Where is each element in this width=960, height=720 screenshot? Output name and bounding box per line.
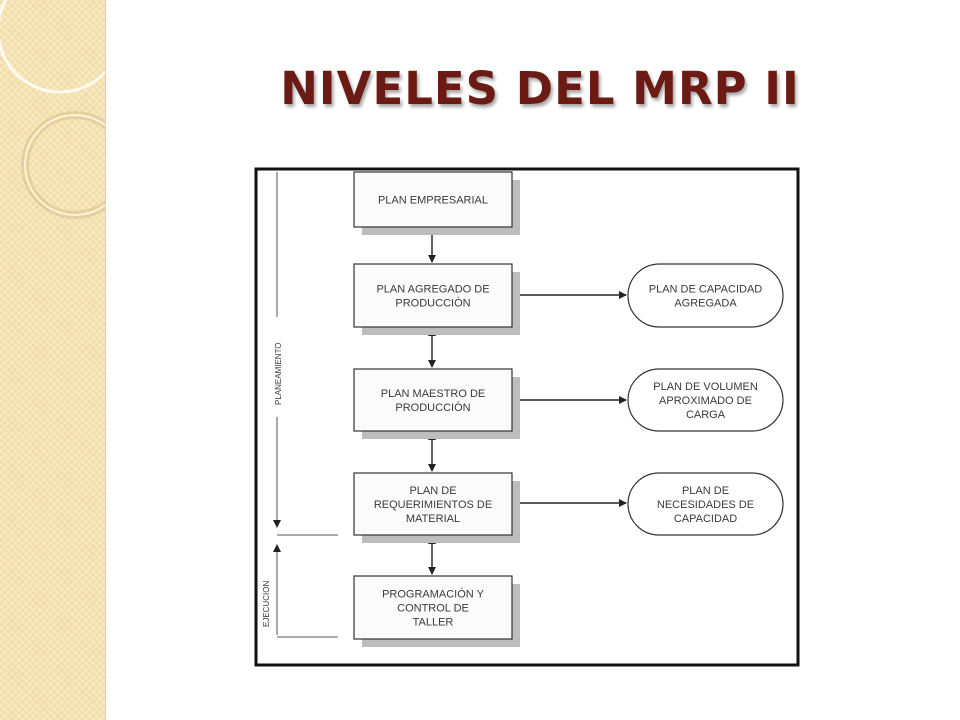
level-box-programacion-control: PROGRAMACIÓN Y CONTROL DE TALLER bbox=[353, 575, 520, 647]
capacity-plan-plan-volumen-carga-line: APROXIMADO DE bbox=[659, 395, 752, 407]
level-box-rect bbox=[353, 575, 513, 640]
level-box-rect bbox=[353, 263, 513, 328]
level-box-programacion-control-line: CONTROL DE bbox=[397, 603, 469, 615]
capacity-plan-plan-volumen-carga: PLAN DE VOLUMEN APROXIMADO DE CARGA bbox=[627, 368, 784, 432]
capacity-plan-oval bbox=[627, 263, 784, 328]
level-box-plan-requerimientos-line: PLAN DE bbox=[409, 485, 456, 497]
capacity-plan-plan-volumen-carga-line: PLAN DE VOLUMEN bbox=[653, 381, 758, 393]
level-box-programacion-control-line: PROGRAMACIÓN Y bbox=[382, 588, 485, 601]
capacity-plan-plan-capacidad-agregada-line: PLAN DE CAPACIDAD bbox=[649, 284, 763, 296]
level-box-plan-requerimientos: PLAN DE REQUERIMIENTOS DE MATERIAL bbox=[353, 472, 520, 543]
capacity-plan-oval bbox=[627, 472, 784, 536]
level-box-rect bbox=[353, 171, 513, 228]
level-box-plan-agregado-line: PRODUCCIÓN bbox=[395, 297, 470, 310]
capacity-plans-group: PLAN DE CAPACIDAD AGREGADA PLAN DE VOLUMEN… bbox=[627, 263, 784, 536]
capacity-plan-plan-necesidades-capacidad-line: CAPACIDAD bbox=[674, 513, 737, 525]
execution-label: EJECUCION bbox=[262, 581, 271, 627]
level-box-plan-requerimientos-line: REQUERIMIENTOS DE bbox=[374, 499, 492, 511]
level-box-plan-maestro-line: PRODUCCIÓN bbox=[395, 401, 470, 414]
capacity-plan-plan-capacidad-agregada: PLAN DE CAPACIDAD AGREGADA bbox=[627, 263, 784, 328]
level-box-plan-agregado-line: PLAN AGREGADO DE bbox=[376, 284, 489, 296]
capacity-plan-plan-necesidades-capacidad-line: NECESIDADES DE bbox=[657, 499, 754, 511]
mrp-diagram: PLANEAMIENTO EJECUCION PLAN EMPRESARIAL P… bbox=[254, 167, 800, 667]
level-box-rect bbox=[353, 368, 513, 432]
level-box-plan-requerimientos-line: MATERIAL bbox=[406, 513, 460, 525]
level-box-programacion-control-line: TALLER bbox=[413, 617, 454, 629]
capacity-plan-plan-capacidad-agregada-line: AGREGADA bbox=[674, 298, 737, 310]
mrp-diagram-svg: PLANEAMIENTO EJECUCION PLAN EMPRESARIAL P… bbox=[254, 167, 800, 667]
level-box-plan-empresarial-line: PLAN EMPRESARIAL bbox=[378, 195, 488, 207]
decorative-sidebar bbox=[0, 0, 106, 720]
decorative-circles bbox=[0, 0, 105, 219]
level-box-rect bbox=[353, 472, 513, 536]
level-box-plan-maestro-line: PLAN MAESTRO DE bbox=[381, 388, 486, 400]
capacity-plan-oval bbox=[627, 368, 784, 432]
slide-title: NIVELES DEL MRP II bbox=[280, 62, 800, 115]
capacity-plan-plan-necesidades-capacidad-line: PLAN DE bbox=[682, 485, 729, 497]
level-box-plan-empresarial: PLAN EMPRESARIAL bbox=[353, 171, 520, 235]
planning-label: PLANEAMIENTO bbox=[274, 342, 283, 405]
capacity-plan-plan-volumen-carga-line: CARGA bbox=[686, 409, 726, 421]
capacity-plan-plan-necesidades-capacidad: PLAN DE NECESIDADES DE CAPACIDAD bbox=[627, 472, 784, 536]
